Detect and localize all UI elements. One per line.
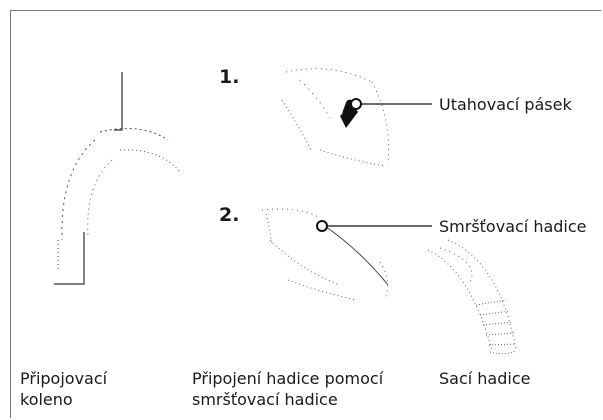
suction-hose-drawing — [427, 239, 517, 355]
elbow-caption: Připojovací koleno — [20, 368, 107, 410]
shrink-hose-callout-label: Smršťovací hadice — [439, 217, 587, 236]
strap-marker — [350, 98, 362, 110]
suction-hose-caption: Sací hadice — [439, 369, 531, 388]
step-2-number: 2. — [219, 204, 240, 226]
elbow-caption-line2: koleno — [20, 390, 73, 409]
connection-caption-line1: Připojení hadice pomocí — [192, 369, 384, 388]
connection-elbow-drawing — [54, 72, 181, 285]
strap-callout-label: Utahovací pásek — [439, 95, 572, 114]
strap-hose-drawing — [281, 68, 390, 167]
diagram-frame — [10, 10, 601, 418]
connection-caption: Připojení hadice pomocí smršťovací hadic… — [192, 368, 383, 410]
shrink-hose-drawing — [261, 208, 389, 301]
elbow-caption-line1: Připojovací — [20, 369, 108, 388]
shrink-hose-marker — [316, 220, 328, 232]
connection-caption-line2: smršťovací hadice — [192, 390, 338, 409]
step-1-number: 1. — [219, 66, 240, 88]
